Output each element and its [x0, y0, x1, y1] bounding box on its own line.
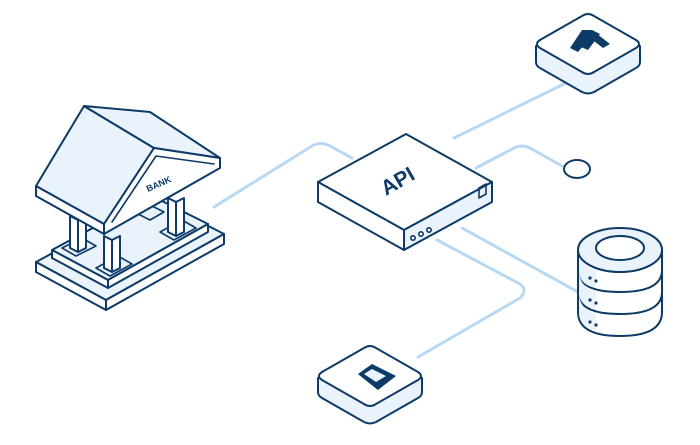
ethereum-diamond-icon [358, 364, 396, 390]
wire-api-to-endpoint [474, 144, 564, 170]
ethereum-service-node [317, 345, 423, 425]
wire-api-to-top-right [452, 81, 568, 140]
wire-api-to-database [460, 226, 580, 294]
wire-api-to-ethereum [416, 238, 526, 359]
database-node [577, 227, 663, 337]
api-node: API [317, 133, 493, 251]
wire-bank-to-api [212, 142, 354, 209]
connector-lines [212, 81, 580, 359]
endpoint-circle-icon [563, 159, 591, 179]
bank-node: BANK [35, 105, 225, 311]
top-right-service-node [535, 13, 641, 95]
lambda-like-logo-icon [570, 30, 610, 52]
